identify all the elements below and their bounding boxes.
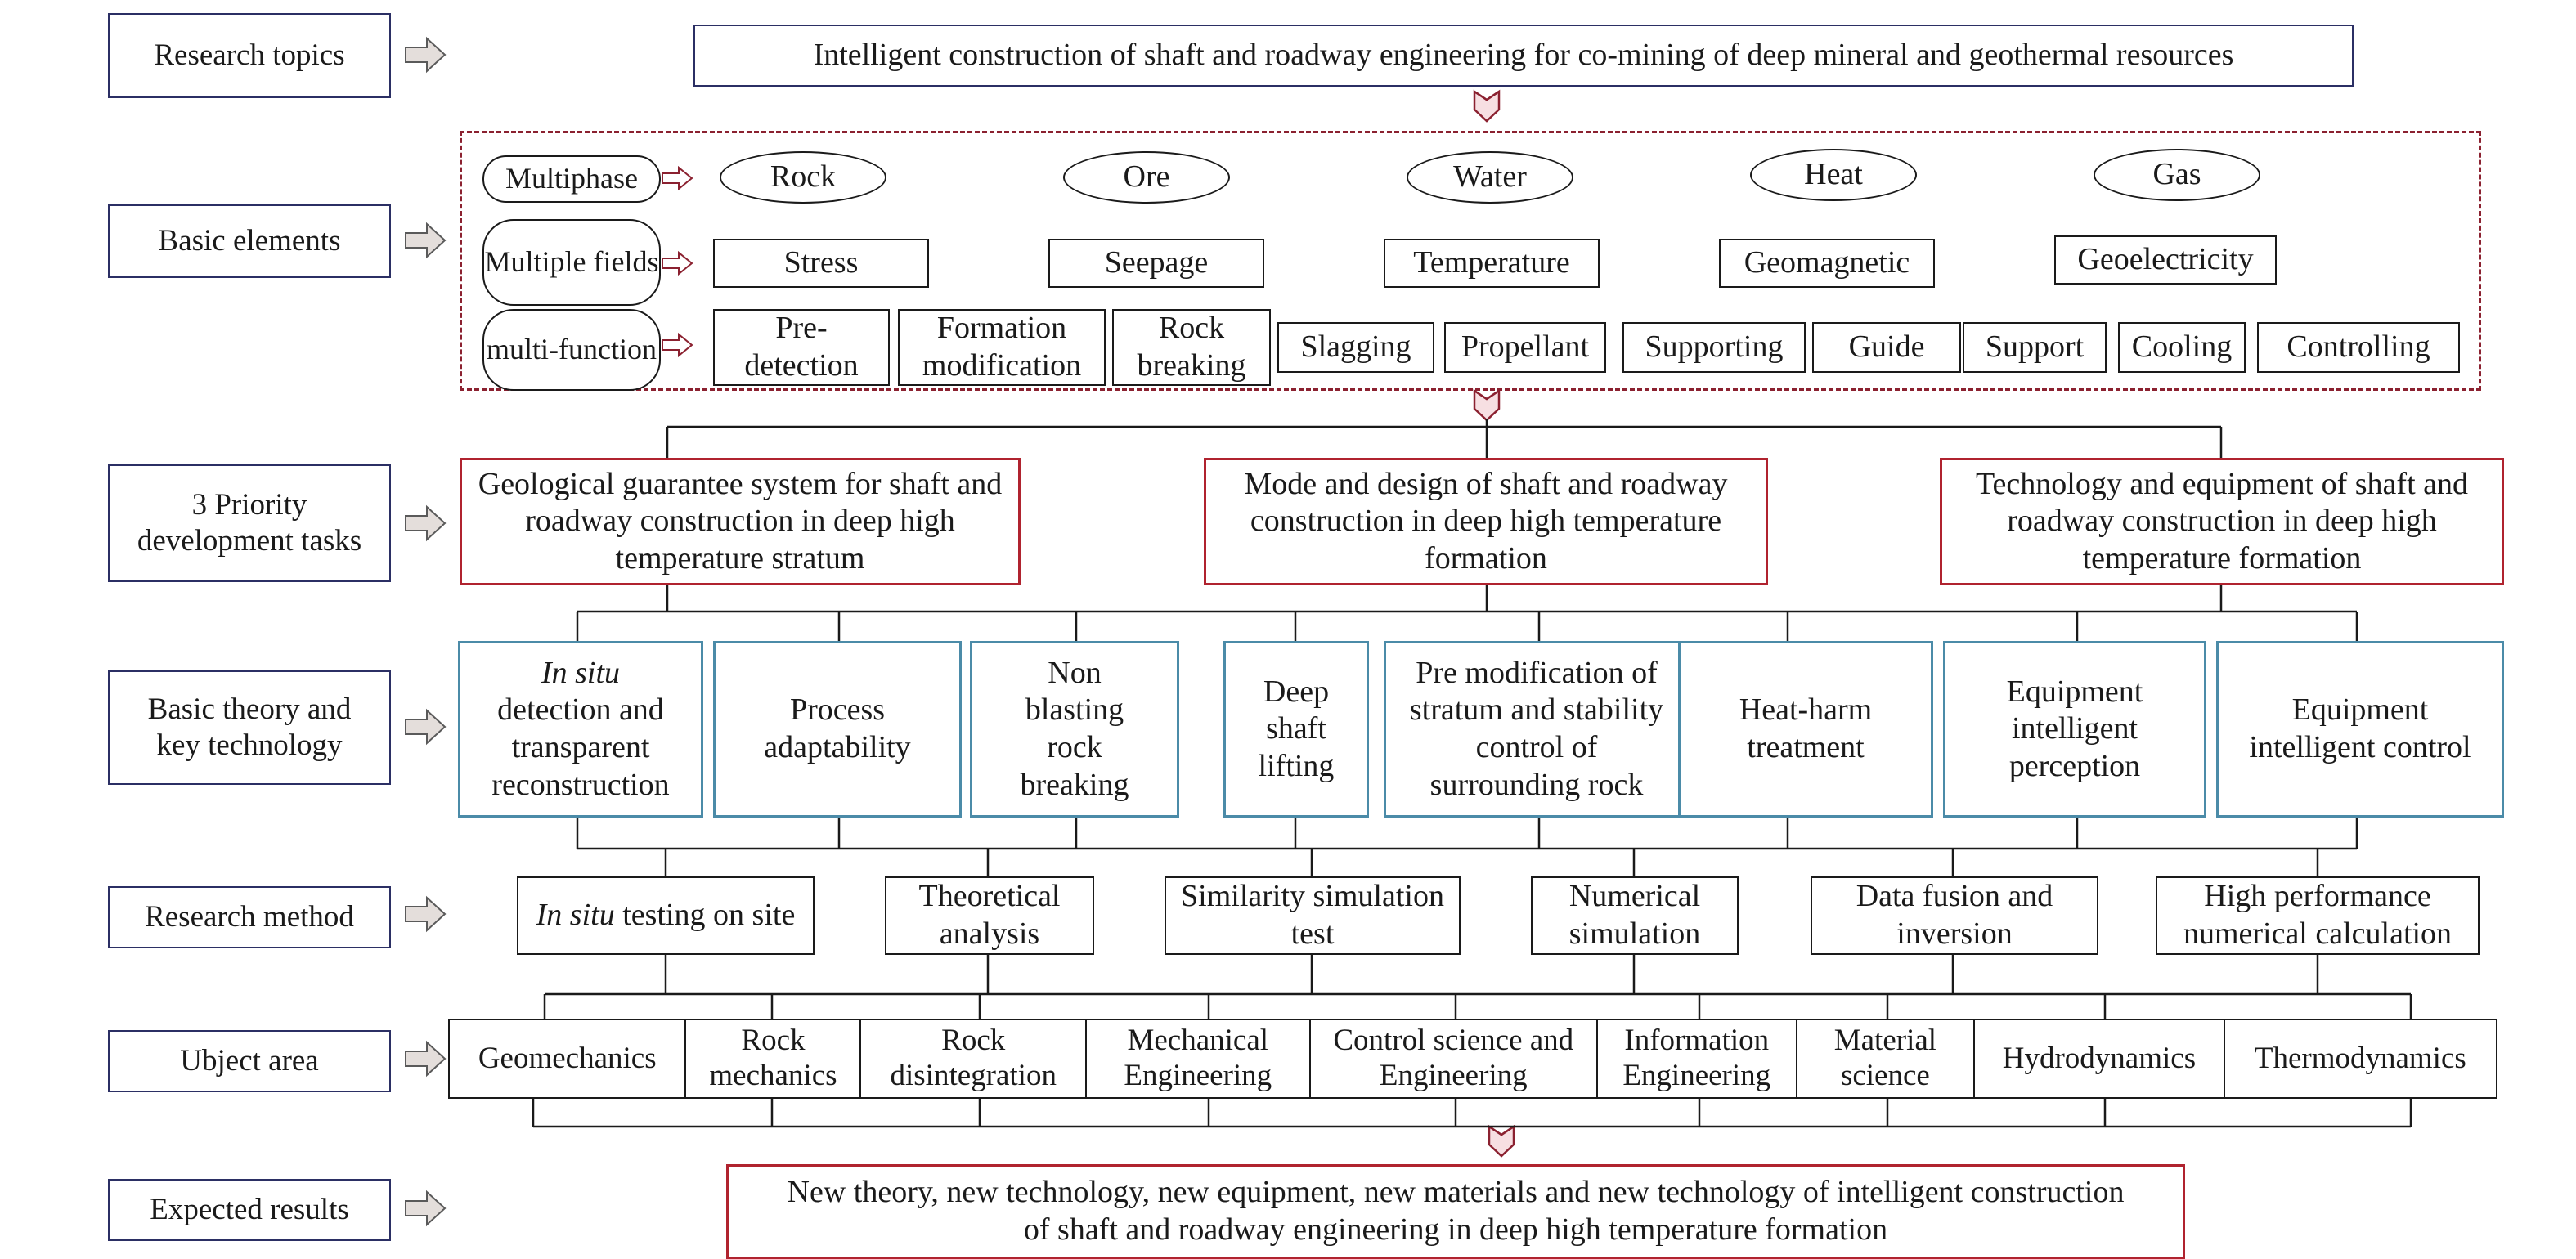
field-seepage: Seepage — [1048, 239, 1264, 288]
function-formation-modification: Formation modification — [898, 309, 1106, 386]
basic-elements-frame — [460, 131, 2481, 391]
down-arrow-areas — [1488, 1125, 1515, 1158]
area-hydrodynamics: Hydrodynamics — [1975, 1020, 2225, 1097]
phase-rock: Rock — [720, 151, 886, 204]
down-arrow-topic — [1473, 90, 1501, 123]
arrow-object-area — [405, 1042, 446, 1076]
field-geomagnetic: Geomagnetic — [1719, 239, 1935, 288]
expected-result-box: New theory, new technology, new equipmen… — [726, 1164, 2185, 1259]
phase-ore: Ore — [1063, 151, 1230, 204]
arrow-basic-theory — [405, 710, 446, 744]
theory-in-situ-italic: In situ — [541, 655, 621, 690]
field-stress: Stress — [713, 239, 929, 288]
row-label-basic-theory: Basic theory and key technology — [108, 670, 391, 785]
area-mechanical-engineering: Mechanical Engineering — [1087, 1020, 1311, 1097]
priority-task-geological: Geological guarantee system for shaft an… — [460, 458, 1021, 585]
arrow-expected-results — [405, 1191, 446, 1225]
down-arrow-elements — [1473, 389, 1501, 422]
arrow-priority-tasks — [405, 506, 446, 540]
method-in-situ-testing: In situ testing on site — [517, 876, 815, 955]
function-cooling: Cooling — [2118, 322, 2246, 373]
area-control-science: Control science and Engineering — [1311, 1020, 1598, 1097]
multi-function-label: multi-function — [482, 309, 661, 391]
function-propellant: Propellant — [1444, 322, 1606, 373]
object-area-row: Geomechanics Rock mechanics Rock disinte… — [448, 1019, 2497, 1099]
method-numerical-simulation: Numerical simulation — [1531, 876, 1739, 955]
multiphase-label: Multiphase — [482, 155, 661, 203]
area-geomechanics: Geomechanics — [450, 1020, 687, 1097]
area-rock-disintegration: Rock disintegration — [861, 1020, 1087, 1097]
row-label-expected-results: Expected results — [108, 1179, 391, 1241]
field-temperature: Temperature — [1384, 239, 1600, 288]
function-slagging: Slagging — [1277, 322, 1434, 373]
function-rock-breaking: Rock breaking — [1112, 309, 1271, 386]
row-label-research-topics: Research topics — [108, 13, 391, 98]
area-information-engineering: Information Engineering — [1598, 1020, 1797, 1097]
row-label-object-area: Ubject area — [108, 1030, 391, 1092]
method-in-situ-italic: In situ — [536, 898, 615, 933]
theory-process-adaptability: Process adaptability — [713, 641, 962, 818]
function-guide: Guide — [1812, 322, 1961, 373]
phase-gas: Gas — [2094, 149, 2260, 201]
row-label-basic-elements: Basic elements — [108, 204, 391, 278]
priority-task-technology-equipment: Technology and equipment of shaft and ro… — [1940, 458, 2504, 585]
row-label-research-method: Research method — [108, 886, 391, 948]
theory-heat-harm: Heat-harm treatment — [1678, 641, 1933, 818]
function-support: Support — [1963, 322, 2107, 373]
field-geoelectricity: Geoelectricity — [2054, 235, 2277, 285]
row-label-priority-tasks: 3 Priority development tasks — [108, 464, 391, 582]
phase-heat: Heat — [1750, 149, 1917, 201]
arrow-research-topics — [405, 38, 446, 72]
theory-equipment-perception: Equipment intelligent perception — [1943, 641, 2206, 818]
method-in-situ-rest: testing on site — [622, 898, 796, 933]
method-theoretical-analysis: Theoretical analysis — [885, 876, 1094, 955]
theory-non-blasting: Non blasting rock breaking — [970, 641, 1179, 818]
theory-in-situ-rest: detection and transparent reconstruction — [491, 692, 670, 802]
priority-task-mode-design: Mode and design of shaft and roadway con… — [1204, 458, 1768, 585]
arrow-basic-elements — [405, 223, 446, 258]
method-similarity-simulation: Similarity simulation test — [1165, 876, 1461, 955]
method-high-performance: High performance numerical calculation — [2156, 876, 2480, 955]
research-topic-box: Intelligent construction of shaft and ro… — [693, 25, 2354, 87]
method-data-fusion: Data fusion and inversion — [1811, 876, 2098, 955]
phase-water: Water — [1407, 151, 1573, 204]
theory-equipment-control: Equipment intelligent control — [2216, 641, 2504, 818]
function-controlling: Controlling — [2257, 322, 2460, 373]
area-material-science: Material science — [1797, 1020, 1976, 1097]
area-thermodynamics: Thermodynamics — [2254, 1041, 2466, 1075]
arrow-research-method — [405, 897, 446, 931]
function-supporting: Supporting — [1622, 322, 1806, 373]
multiple-fields-label: Multiple fields — [482, 219, 661, 306]
area-rock-mechanics: Rock mechanics — [686, 1020, 862, 1097]
theory-deep-shaft-lifting: Deep shaft lifting — [1223, 641, 1369, 818]
function-pre-detection: Pre-detection — [713, 309, 890, 386]
theory-pre-modification: Pre modification of stratum and stabilit… — [1384, 641, 1690, 818]
